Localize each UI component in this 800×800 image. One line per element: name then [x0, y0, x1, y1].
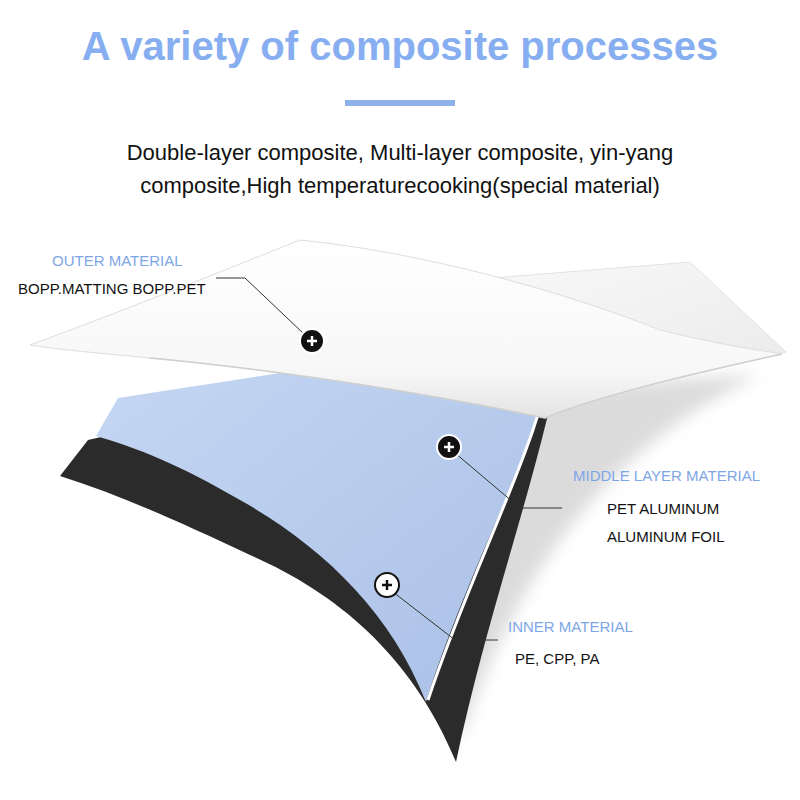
plus-marker [375, 573, 399, 597]
plus-marker [437, 435, 461, 459]
material-list: PET ALUMINUM ALUMINUM FOIL [607, 495, 747, 551]
layer-heading: MIDDLE LAYER MATERIAL [573, 467, 795, 485]
layer-heading: INNER MATERIAL [508, 618, 708, 636]
outer-layer-sheet [30, 240, 782, 418]
outer-layer-curl-edge [150, 354, 782, 418]
title-bar [345, 100, 455, 106]
leader-line [216, 278, 304, 334]
material-list: BOPP.MATTING BOPP.PET [18, 280, 214, 298]
title: A variety of composite processes [40, 22, 760, 70]
leader-line [393, 592, 498, 640]
plus-marker [300, 329, 324, 353]
subtitle: Double-layer composite, Multi-layer comp… [70, 136, 730, 202]
layer-heading: OUTER MATERIAL [52, 252, 252, 270]
material-list: PE, CPP, PA [515, 650, 715, 668]
leader-line [455, 453, 562, 508]
